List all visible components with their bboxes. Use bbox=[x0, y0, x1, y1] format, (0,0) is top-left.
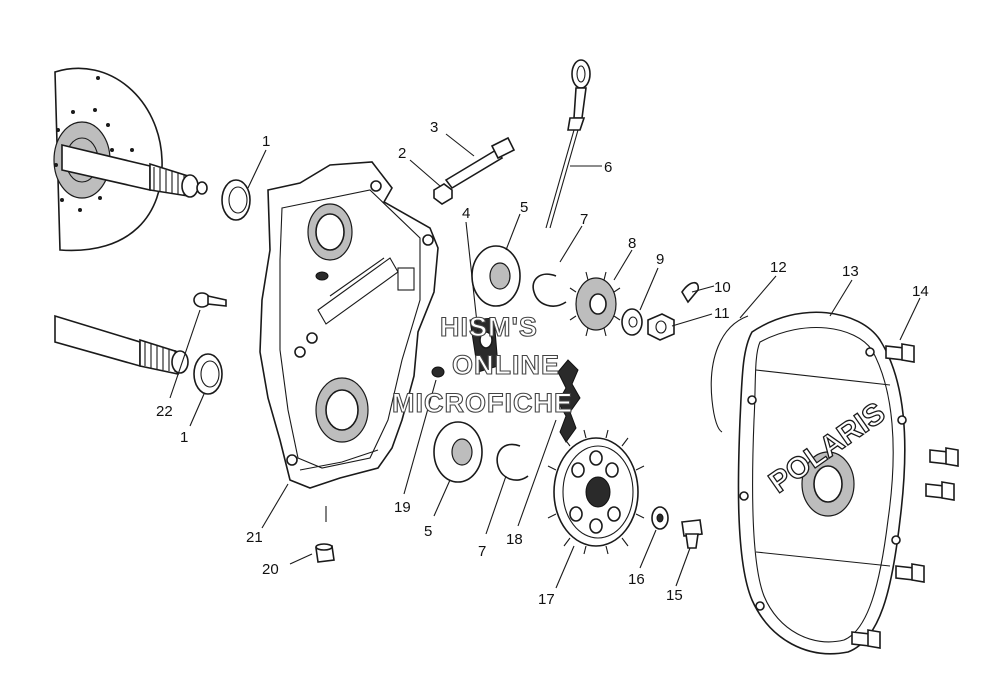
callout-4: 4 bbox=[462, 205, 470, 222]
bolt-19 bbox=[431, 366, 445, 378]
gasket bbox=[710, 315, 749, 433]
callout-14: 14 bbox=[912, 283, 929, 300]
top-sprocket bbox=[569, 271, 621, 337]
callout-10: 10 bbox=[714, 279, 731, 296]
cover-bolt-4 bbox=[895, 563, 925, 583]
bolt-15 bbox=[681, 519, 703, 549]
oil-seal-lower bbox=[193, 353, 223, 395]
callout-6: 6 bbox=[604, 159, 612, 176]
callout-21: 21 bbox=[246, 529, 263, 546]
callout-1: 1 bbox=[180, 429, 188, 446]
callout-17: 17 bbox=[538, 591, 555, 608]
callout-3: 3 bbox=[430, 119, 438, 136]
callout-7: 7 bbox=[478, 543, 486, 560]
oil-seal-upper bbox=[221, 179, 251, 221]
callout-7: 7 bbox=[580, 211, 588, 228]
callout-1: 1 bbox=[262, 133, 270, 150]
long-bolt bbox=[444, 136, 516, 190]
watermark-line-3: MICROFICHE bbox=[392, 388, 573, 418]
callout-13: 13 bbox=[842, 263, 859, 280]
dipstick bbox=[545, 59, 591, 229]
chaincase-housing bbox=[259, 161, 439, 489]
upper-shaft bbox=[61, 143, 208, 198]
callout-16: 16 bbox=[628, 571, 645, 588]
drain-plug bbox=[315, 543, 335, 563]
cover-bolt-5 bbox=[851, 629, 881, 649]
callout-8: 8 bbox=[628, 235, 636, 252]
callout-20: 20 bbox=[262, 561, 279, 578]
watermark-line-1: HISM'S bbox=[440, 312, 538, 342]
callout-22: 22 bbox=[156, 403, 173, 420]
callout-labels: 1 1 2 3 4 5 5 6 7 7 8 9 10 11 12 13 14 1… bbox=[156, 119, 929, 608]
callout-12: 12 bbox=[770, 259, 787, 276]
leader-lines bbox=[169, 133, 921, 589]
bolt-22 bbox=[193, 292, 227, 308]
bearing-lower bbox=[433, 421, 483, 483]
callout-9: 9 bbox=[656, 251, 664, 268]
callout-2: 2 bbox=[398, 145, 406, 162]
watermark: HISM'S ONLINE MICROFICHE bbox=[391, 311, 573, 418]
cover-bolt-2 bbox=[929, 447, 959, 467]
cover-bolt-3 bbox=[925, 481, 955, 501]
castle-nut bbox=[647, 313, 675, 341]
bearing-upper bbox=[471, 245, 521, 307]
callout-15: 15 bbox=[666, 587, 683, 604]
callout-11: 11 bbox=[714, 305, 730, 322]
cover-bolt-1 bbox=[885, 343, 915, 363]
callout-18: 18 bbox=[506, 531, 523, 548]
hex-nut-2 bbox=[433, 183, 453, 205]
drive-chain bbox=[557, 359, 581, 443]
callout-19: 19 bbox=[394, 499, 411, 516]
large-gear bbox=[547, 429, 645, 555]
washer-16 bbox=[651, 506, 669, 530]
callout-5: 5 bbox=[424, 523, 432, 540]
chaincase-cover: POLARIS bbox=[737, 311, 907, 655]
callout-5: 5 bbox=[520, 199, 528, 216]
lower-shaft bbox=[54, 314, 189, 375]
chain-tensioner bbox=[469, 317, 499, 373]
watermark-line-2: ONLINE bbox=[452, 350, 560, 380]
snap-ring-upper bbox=[532, 273, 567, 307]
snap-ring-lower bbox=[496, 443, 529, 481]
washer-9 bbox=[621, 308, 643, 336]
cotter-pin bbox=[681, 281, 700, 304]
